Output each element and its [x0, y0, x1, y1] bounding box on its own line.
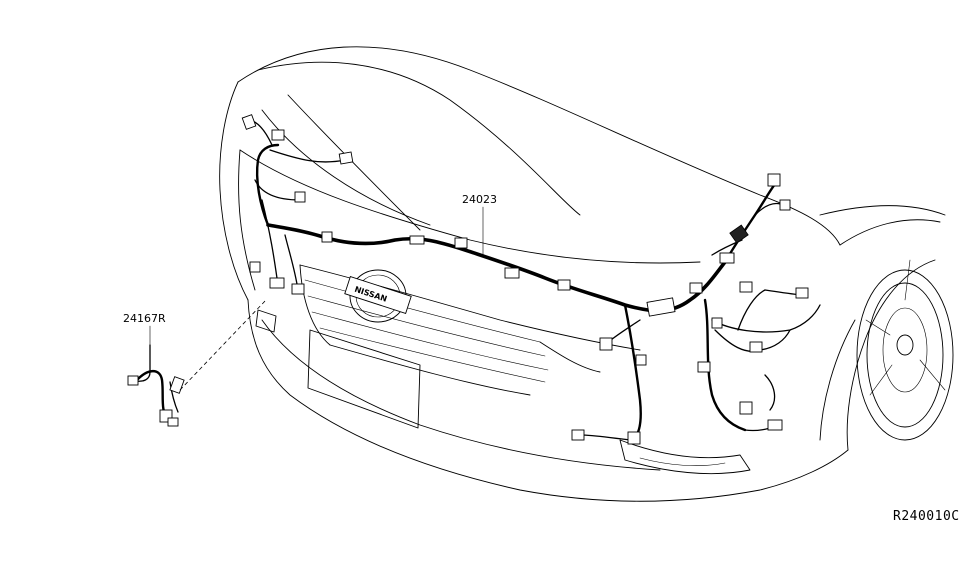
reference-code: R240010C	[893, 509, 960, 524]
sub-harness-24167R	[127, 299, 267, 427]
part-label-24023: 24023	[462, 193, 497, 206]
vehicle-front-outline	[219, 46, 954, 502]
nissan-emblem: NISSAN	[344, 269, 412, 323]
leader-lines	[149, 206, 484, 346]
part-label-24167R: 24167R	[123, 312, 166, 325]
main-harness-24023	[241, 114, 821, 445]
grille	[255, 264, 751, 475]
